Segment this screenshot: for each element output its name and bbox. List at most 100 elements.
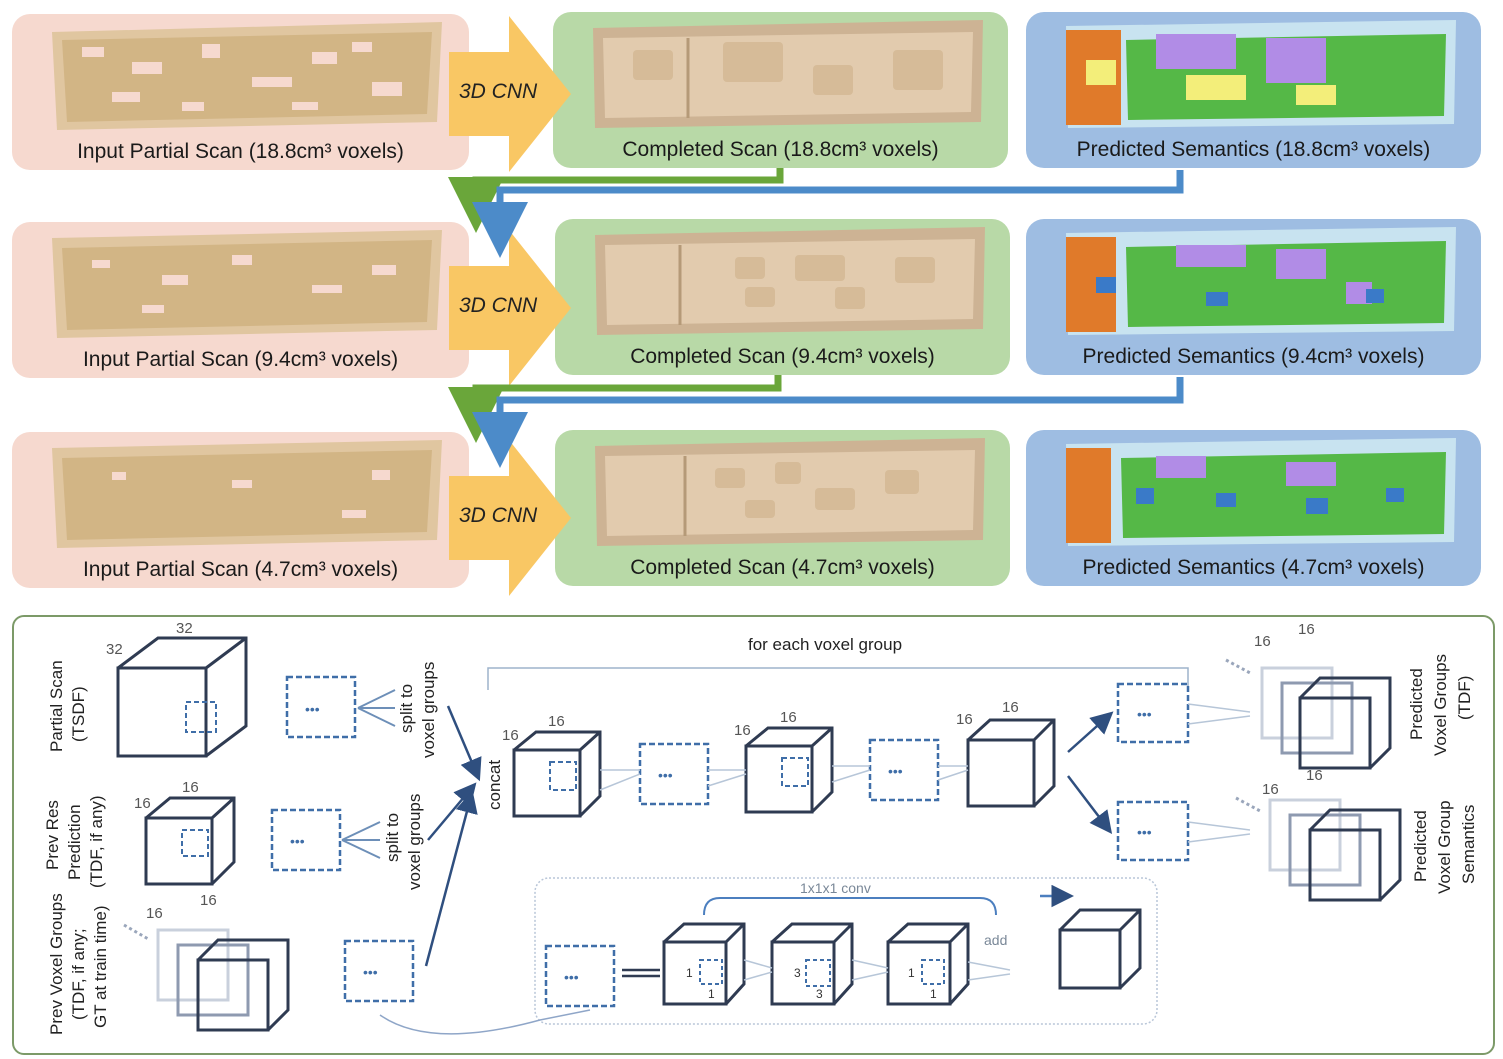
net-cube-a — [512, 730, 602, 818]
res-dim-1c: 1 — [908, 966, 915, 980]
blue-connector-2 — [472, 377, 1184, 468]
completed-scan-caption-2: Completed Scan (9.4cm³ voxels) — [630, 345, 935, 368]
input-scan-caption-2: Input Partial Scan (9.4cm³ voxels) — [82, 348, 399, 371]
input-scan-panel-3: Input Partial Scan (4.7cm³ voxels) — [12, 432, 469, 588]
prev-groups-stack — [156, 928, 290, 1032]
split-label-1b: voxel groups — [419, 662, 438, 758]
prev-res-labels: Prev Res Prediction (TDF, if any) — [43, 795, 106, 888]
dim-16-a1: 16 — [502, 727, 519, 744]
concat-label: concat — [485, 760, 504, 810]
cnn-arrow-shape-2 — [449, 230, 571, 386]
semantic-caption-3: Predicted Semantics (4.7cm³ voxels) — [1082, 556, 1425, 579]
input-scan-caption-1: Input Partial Scan (18.8cm³ voxels) — [77, 140, 404, 163]
cnn-arrow-3: 3D CNN — [449, 440, 573, 596]
conv-label: 1x1x1 conv — [800, 880, 871, 896]
cnn-arrow-1: 3D CNN — [449, 16, 573, 172]
prev-res-label: Prev Res — [43, 800, 62, 870]
dim-16-b2: 16 — [780, 709, 797, 726]
net-box-a: ••• — [638, 742, 710, 806]
cnn-label-1: 3D CNN — [459, 80, 538, 103]
semantic-caption-2: Predicted Semantics (9.4cm³ voxels) — [1082, 345, 1425, 368]
out-box-top: ••• — [1116, 682, 1190, 744]
cnn-label-2: 3D CNN — [459, 294, 538, 317]
residual-block-box — [534, 877, 1158, 1025]
prev-groups-label: Prev Voxel Groups — [47, 893, 66, 1035]
prev-res-sub1: Prediction — [65, 804, 84, 880]
res-dim-1a: 1 — [686, 966, 693, 980]
input-scan-caption-3: Input Partial Scan (4.7cm³ voxels) — [82, 558, 399, 581]
green-connector-2 — [448, 375, 782, 443]
group-box-2-dots: ••• — [290, 833, 305, 849]
pred-sem-stack — [1268, 798, 1402, 902]
dim-16-c1: 16 — [956, 711, 973, 728]
green-connector-1 — [448, 168, 784, 233]
input-scan-panel-2: Input Partial Scan (9.4cm³ voxels) — [12, 222, 469, 378]
completed-scan-panel-3: Completed Scan (4.7cm³ voxels) — [555, 430, 1010, 586]
input-scan-image-2 — [52, 230, 442, 338]
pred-groups-sub1: Voxel Groups — [1431, 654, 1450, 756]
pred-groups-stack — [1260, 666, 1392, 770]
prev-res-sub2: (TDF, if any) — [87, 795, 106, 888]
dim-16-groups-a: 16 — [146, 905, 163, 922]
net-box-b-dots: ••• — [888, 763, 903, 779]
net-box-a-dots: ••• — [658, 767, 673, 783]
partial-scan-labels: Partial Scan (TSDF) — [47, 660, 88, 752]
dim-16-prev-a: 16 — [134, 795, 151, 812]
dim-16-pg1: 16 — [1254, 633, 1271, 650]
res-cube-1 — [662, 922, 746, 1006]
cnn-label-3: 3D CNN — [459, 504, 538, 527]
pred-groups-label: Predicted — [1407, 668, 1426, 740]
split-label-1a: split to — [397, 684, 416, 733]
blue-connector-1 — [472, 170, 1184, 258]
cnn-arrow-shape-3 — [449, 440, 571, 596]
cnn-arrow-2: 3D CNN — [449, 230, 573, 386]
net-box-b: ••• — [868, 738, 940, 802]
group-box-2: ••• — [270, 808, 342, 872]
partial-scan-label: Partial Scan — [47, 660, 66, 752]
dim-16-a2: 16 — [548, 713, 565, 730]
res-box-dots: ••• — [564, 969, 579, 985]
group-box-1-dots: ••• — [305, 701, 320, 717]
res-cube-3 — [886, 922, 970, 1006]
dim-16-ps1: 16 — [1262, 781, 1279, 798]
pred-sem-label: Predicted — [1411, 810, 1430, 882]
dim-16-b1: 16 — [734, 722, 751, 739]
partial-scan-sub: (TSDF) — [69, 686, 88, 742]
net-cube-c — [966, 718, 1056, 808]
semantic-image-1 — [1066, 20, 1456, 128]
dim-16-pg2: 16 — [1298, 621, 1315, 638]
cnn-arrow-shape-1 — [449, 16, 571, 172]
res-box: ••• — [544, 944, 616, 1008]
prev-groups-labels: Prev Voxel Groups (TDF, if any; GT at tr… — [47, 893, 110, 1035]
dim-32-b: 32 — [176, 620, 193, 637]
group-box-3-dots: ••• — [363, 964, 378, 980]
row-connectors — [448, 168, 1184, 468]
dim-16-ps2: 16 — [1306, 767, 1323, 784]
split-label-2a: split to — [383, 813, 402, 862]
out-box-bottom: ••• — [1116, 800, 1190, 862]
res-dim-3b: 3 — [816, 987, 823, 1001]
semantic-caption-1: Predicted Semantics (18.8cm³ voxels) — [1076, 138, 1431, 161]
group-box-1: ••• — [285, 675, 357, 739]
res-dim-1b: 1 — [708, 987, 715, 1001]
group-box-3: ••• — [343, 939, 415, 1003]
input-scan-image-1 — [52, 22, 442, 130]
res-dim-3a: 3 — [794, 966, 801, 980]
res-cube-2 — [770, 922, 854, 1006]
pred-sem-sub2: Semantics — [1459, 805, 1478, 884]
completed-scan-panel-2: Completed Scan (9.4cm³ voxels) — [555, 219, 1010, 375]
completed-scan-caption-3: Completed Scan (4.7cm³ voxels) — [630, 556, 935, 579]
completed-scan-image-2 — [595, 227, 985, 335]
dim-32-a: 32 — [106, 641, 123, 658]
out-box-bottom-dots: ••• — [1137, 824, 1152, 840]
input-scan-image-3 — [52, 440, 442, 548]
partial-scan-cube — [116, 636, 248, 758]
completed-scan-panel-1: Completed Scan (18.8cm³ voxels) — [553, 12, 1008, 168]
res-dim-1d: 1 — [930, 987, 937, 1001]
net-cube-b — [744, 726, 834, 814]
prev-groups-sub2: GT at train time) — [91, 906, 110, 1029]
pred-sem-sub1: Voxel Group — [1435, 800, 1454, 894]
pred-groups-sub2: (TDF) — [1455, 676, 1474, 720]
out-box-top-dots: ••• — [1137, 706, 1152, 722]
completed-scan-caption-1: Completed Scan (18.8cm³ voxels) — [622, 138, 939, 161]
